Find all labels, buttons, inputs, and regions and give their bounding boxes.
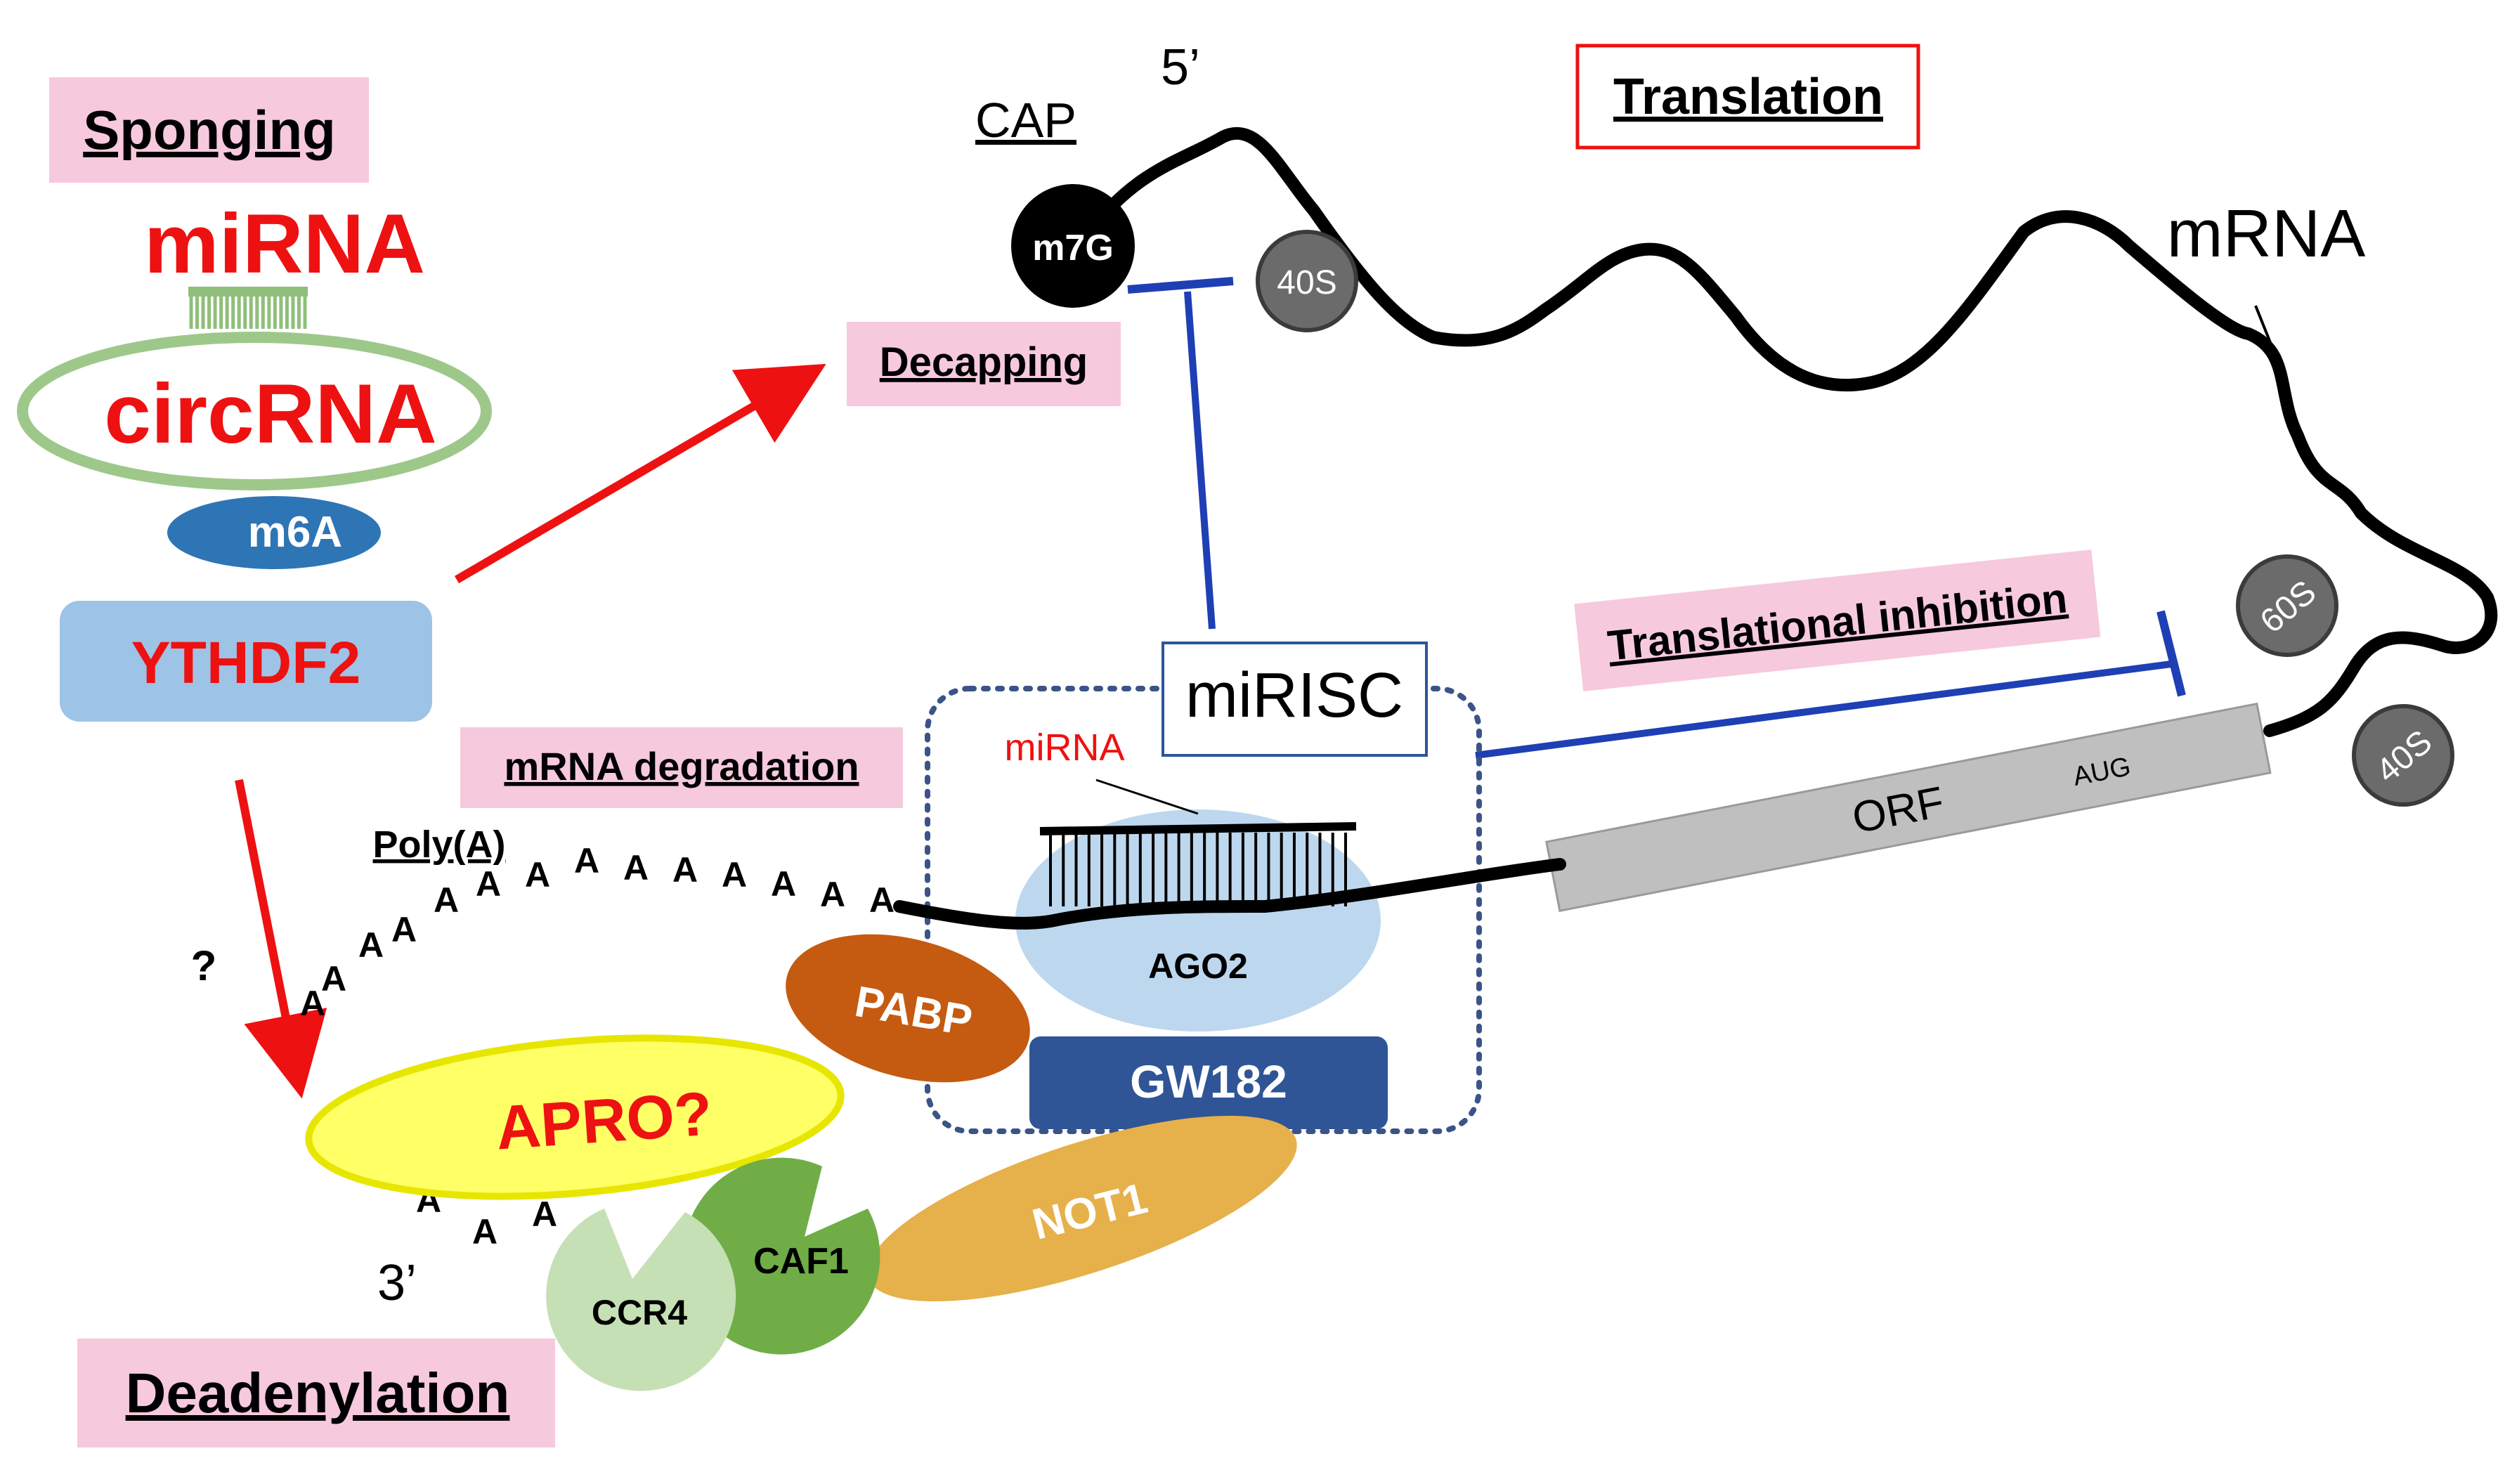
mirna-label-top: miRNA — [144, 197, 425, 291]
circrna-ring — [17, 332, 492, 490]
arrow-to-apro — [235, 779, 327, 1099]
polya-a-letter: A — [391, 910, 417, 949]
ago2-oval — [1015, 809, 1381, 1031]
gw182-label: GW182 — [1130, 1055, 1287, 1107]
three-prime-label: 3’ — [377, 1255, 417, 1311]
polya-a-letter: A — [672, 850, 698, 890]
mirna-comb-icon — [188, 287, 308, 329]
not1-oval — [867, 1115, 1297, 1302]
polya-a-letter: A — [820, 875, 845, 914]
question-mark: ? — [191, 942, 217, 989]
polya-label: Poly(A) — [373, 824, 506, 866]
pabp-oval — [786, 934, 1030, 1083]
orf-bar — [1545, 702, 2272, 913]
mrna-label: mRNA — [2167, 196, 2366, 271]
polya-a-letter: A — [434, 880, 459, 920]
m7g-cap-icon — [1011, 184, 1135, 308]
decapping-inhibition-line — [1184, 291, 1216, 630]
five-prime-label: 5’ — [1161, 39, 1200, 96]
ccr4-label: CCR4 — [592, 1293, 687, 1332]
mrna-strand — [1083, 126, 2498, 737]
polya-a-letter: A — [722, 855, 747, 894]
mrna-label-pointer — [2254, 305, 2278, 359]
decapping-label: Decapping — [880, 339, 1088, 385]
translation-label: Translation — [1613, 69, 1883, 125]
m6a-label: m6A — [248, 508, 342, 556]
apro-oval — [305, 1034, 845, 1200]
polya-a-letter: A — [869, 880, 894, 920]
ribosome-40s-top — [1256, 230, 1358, 332]
translation-inhibition-bar — [2156, 610, 2186, 697]
mrna-degradation-bg — [460, 727, 903, 808]
circrna-label: circRNA — [104, 367, 437, 461]
decapping-inhibition-bar — [1127, 277, 1234, 294]
mirna-complex-label: miRNA — [1005, 727, 1125, 769]
translational-inhibition-bg — [1574, 549, 2101, 691]
mirisc-label-box — [1162, 642, 1428, 757]
mirisc-label: miRISC — [1185, 660, 1403, 731]
apro-label: APRO? — [494, 1078, 715, 1162]
ythdf2-box — [60, 601, 432, 722]
caf1-label: CAF1 — [753, 1241, 849, 1282]
m6a-oval — [167, 496, 381, 569]
polya-a-letter: A — [358, 925, 384, 965]
sponging-label: Sponging — [83, 99, 336, 161]
polya-a-letter: A — [525, 855, 550, 894]
ribosome-60s — [2236, 554, 2338, 657]
decapping-label-bg — [847, 322, 1121, 406]
polya-a-letter: A — [532, 1195, 557, 1234]
arrow-to-decapping — [454, 363, 826, 584]
ccr4-shape — [546, 1209, 736, 1391]
polya-a-letter: A — [574, 841, 599, 880]
gw182-box — [1029, 1036, 1388, 1129]
mirna-complex-pointer — [1095, 779, 1199, 815]
translation-inhibition-line — [1475, 660, 2172, 759]
polya-a-letter: A — [300, 984, 325, 1023]
deadenylation-label: Deadenylation — [126, 1362, 510, 1424]
ythdf2-label: YTHDF2 — [131, 630, 361, 696]
mrna-3prime-segment — [893, 858, 1566, 930]
translation-label-box — [1575, 44, 1920, 150]
ribosome-40s-top-label: 40S — [1277, 264, 1336, 301]
polya-a-letter: A — [321, 959, 346, 998]
mrna-degradation-label: mRNA degradation — [504, 744, 859, 788]
ago2-label: AGO2 — [1148, 946, 1248, 986]
sponging-label-bg — [49, 77, 369, 183]
ribosome-40s-right — [2352, 704, 2454, 807]
deadenylation-label-bg — [77, 1339, 555, 1447]
m7g-label: m7G — [1032, 228, 1114, 268]
polya-a-letter: A — [623, 848, 649, 887]
polya-a-letter: A — [476, 864, 501, 904]
polya-a-letter: A — [472, 1212, 497, 1251]
polya-a-letter: A — [771, 864, 796, 904]
mirna-duplex-icon — [1039, 822, 1357, 906]
cap-label: CAP — [975, 93, 1076, 148]
